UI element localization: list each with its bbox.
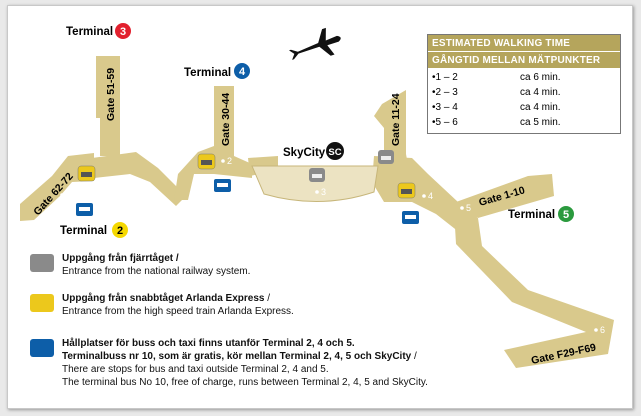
skycity-label: SkyCity xyxy=(283,147,326,159)
point-5-label: 5 xyxy=(466,203,471,213)
point-4-label: 4 xyxy=(428,191,433,201)
express-train-icon xyxy=(397,182,416,199)
legend-bus-en1: There are stops for bus and taxi outside… xyxy=(62,364,329,375)
point-1-label: 1 xyxy=(66,190,71,200)
gate-11-24-label: Gate 11-24 xyxy=(390,93,402,146)
terminal-5-badge xyxy=(558,206,574,222)
legend-express-text: Uppgång från snabbtåget Arlanda Express … xyxy=(62,292,294,318)
walking-route: •2 – 3 xyxy=(432,87,458,98)
walking-route: •5 – 6 xyxy=(432,117,458,128)
legend-rail-text: Uppgång från fjärrtåget / Entrance from … xyxy=(62,252,250,278)
walking-time-table: ESTIMATED WALKING TIME GÅNGTID MELLAN MÄ… xyxy=(427,34,621,134)
terminal-3-number: 3 xyxy=(120,26,126,38)
bus-icon xyxy=(30,339,54,357)
point-3-dot xyxy=(315,190,319,194)
pier-gate-30-44 xyxy=(174,86,252,200)
pier-gate-11-24 xyxy=(374,90,410,176)
bus-icon xyxy=(402,211,419,224)
legend-rail-sv: Uppgång från fjärrtåget / xyxy=(62,253,179,264)
train-icon xyxy=(309,168,325,182)
point-3-label: 3 xyxy=(321,187,326,197)
legend-bus-heading2: Terminalbuss nr 10, som är gratis, kör m… xyxy=(62,350,428,363)
point-1-dot xyxy=(60,193,64,197)
terminal-4-label: Terminal xyxy=(184,67,231,79)
walking-time: ca 4 min. xyxy=(520,102,561,113)
walking-route: •3 – 4 xyxy=(432,102,458,113)
terminal-5-label: Terminal xyxy=(508,209,555,221)
legend-express-en: Entrance from the high speed train Arlan… xyxy=(62,306,294,317)
walking-route: •1 – 2 xyxy=(432,72,458,83)
point-6-dot xyxy=(594,328,598,332)
legend-bus-sv1: Hållplatser för buss och taxi finns utan… xyxy=(62,338,355,349)
walking-route-text: 5 – 6 xyxy=(435,117,458,128)
legend-bus-sep: / xyxy=(411,351,417,362)
walking-time-title-sv: GÅNGTID MELLAN MÄTPUNKTER xyxy=(428,51,620,68)
bus-icon xyxy=(76,203,93,216)
legend-rail-en: Entrance from the national railway syste… xyxy=(62,266,251,277)
walking-time-title-en: ESTIMATED WALKING TIME xyxy=(428,35,620,51)
terminal-4-badge xyxy=(234,63,250,79)
bus-icon xyxy=(214,179,231,192)
point-6-label: 6 xyxy=(600,325,605,335)
legend-express-sv: Uppgång från snabbtåget Arlanda Express xyxy=(62,293,265,304)
pier-gate-f29-f69 xyxy=(454,210,614,368)
walking-time-row: •2 – 3 ca 4 min. xyxy=(432,85,616,100)
train-icon xyxy=(30,254,54,272)
legend-express-sep: / xyxy=(264,293,271,304)
skycity-badge xyxy=(326,142,344,160)
legend-bus: Hållplatser för buss och taxi finns utan… xyxy=(30,337,428,389)
walking-time-row: •5 – 6 ca 5 min. xyxy=(432,115,616,130)
pier-gate-1-10 xyxy=(456,174,554,218)
terminal-2-label: Terminal xyxy=(60,225,107,237)
legend-express: Uppgång från snabbtåget Arlanda Express … xyxy=(30,292,294,318)
walking-route-text: 3 – 4 xyxy=(435,102,458,113)
express-train-icon xyxy=(197,153,216,170)
gate-51-59-label: Gate 51-59 xyxy=(105,68,117,121)
point-5-dot xyxy=(460,206,464,210)
walking-time: ca 6 min. xyxy=(520,72,561,83)
connector-t2-t3 xyxy=(92,152,186,206)
terminal-4-number: 4 xyxy=(239,66,246,78)
pier-gate-62-72 xyxy=(20,153,94,221)
legend-bus-en2: The terminal bus No 10, free of charge, … xyxy=(62,377,428,388)
pier-gate-51-59 xyxy=(96,56,120,156)
train-icon xyxy=(378,150,394,164)
express-train-icon xyxy=(77,165,96,182)
skycity-badge-text: SC xyxy=(328,147,341,158)
point-2-label: 2 xyxy=(227,156,232,166)
skycity-plaza xyxy=(251,165,379,203)
express-train-icon xyxy=(30,294,54,312)
terminal-5-number: 5 xyxy=(563,209,569,221)
legend-bus-text: Hållplatser för buss och taxi finns utan… xyxy=(62,337,428,389)
terminal-2-number: 2 xyxy=(117,225,123,237)
walking-time: ca 4 min. xyxy=(520,87,561,98)
legend-rail: Uppgång från fjärrtåget / Entrance from … xyxy=(30,252,250,278)
walking-time-row: •1 – 2 ca 6 min. xyxy=(432,70,616,85)
terminal-2-badge xyxy=(112,222,128,238)
point-4-dot xyxy=(422,194,426,198)
legend-bus-sv2: Terminalbuss nr 10, som är gratis, kör m… xyxy=(62,351,412,362)
terminal-3-badge xyxy=(115,23,131,39)
walking-route-text: 1 – 2 xyxy=(435,72,458,83)
terminal-map-svg: Terminal 3 Terminal 4 SkyCity SC Termina… xyxy=(20,23,614,368)
terminal-buildings xyxy=(20,56,614,368)
point-2-dot xyxy=(221,159,225,163)
walking-time: ca 5 min. xyxy=(520,117,561,128)
legend-express-heading: Uppgång från snabbtåget Arlanda Express … xyxy=(62,292,294,305)
gate-30-44-label: Gate 30-44 xyxy=(220,93,232,146)
walking-route-text: 2 – 3 xyxy=(435,87,458,98)
airport-map: Terminal 3 Terminal 4 SkyCity SC Termina… xyxy=(7,5,633,409)
walking-time-rows: •1 – 2 ca 6 min. •2 – 3 ca 4 min. •3 – 4 ca… xyxy=(428,68,620,133)
terminal-3-label: Terminal xyxy=(66,26,113,38)
airplane-icon xyxy=(289,27,341,60)
walking-time-row: •3 – 4 ca 4 min. xyxy=(432,100,616,115)
